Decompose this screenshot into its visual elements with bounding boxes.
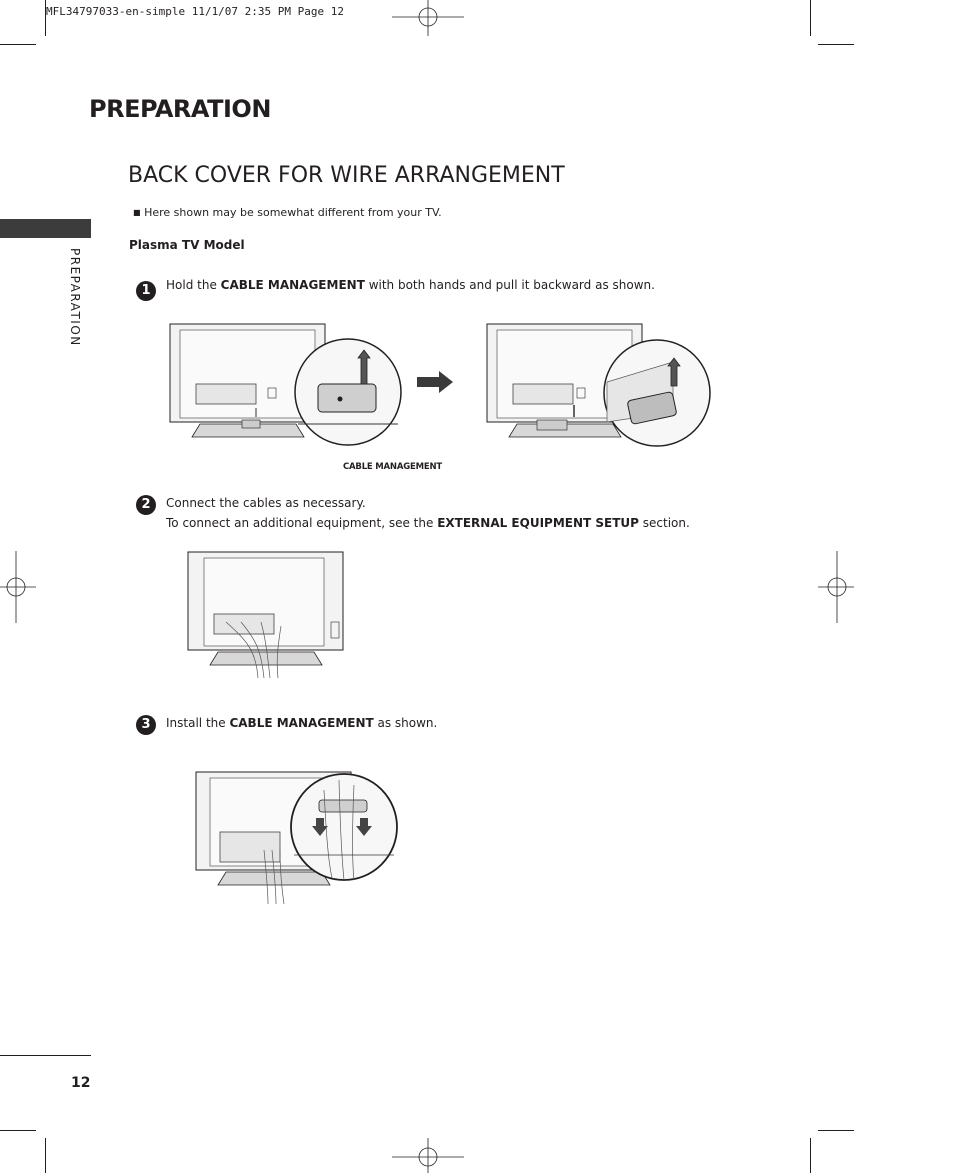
tv-back-illustration xyxy=(169,323,402,446)
step-2-line-2: To connect an additional equipment, see … xyxy=(166,516,690,530)
step-2-line-1: Connect the cables as necessary. xyxy=(166,496,366,510)
crop-mark xyxy=(45,0,46,36)
callout-label: CABLE MANAGEMENT xyxy=(343,462,442,472)
section-title: PREPARATION xyxy=(89,95,271,123)
registration-mark xyxy=(818,551,854,623)
crop-mark xyxy=(0,44,36,45)
step-3-text: Install the CABLE MANAGEMENT as shown. xyxy=(166,716,438,730)
registration-mark xyxy=(392,0,464,36)
step-number: 2 xyxy=(136,495,156,515)
registration-mark xyxy=(0,551,36,623)
footer-rule xyxy=(0,1055,91,1056)
page-title: BACK COVER FOR WIRE ARRANGEMENT xyxy=(128,163,565,188)
crop-mark xyxy=(818,44,854,45)
step-number: 1 xyxy=(136,281,156,301)
tv-back-illustration xyxy=(195,771,398,905)
note: ■ Here shown may be somewhat different f… xyxy=(133,206,442,219)
crop-mark xyxy=(45,1138,46,1173)
page-number: 12 xyxy=(71,1075,91,1091)
crop-mark xyxy=(818,1130,854,1131)
crop-mark xyxy=(0,1130,36,1131)
tv-back-illustration xyxy=(187,551,344,679)
side-tab xyxy=(0,219,91,238)
crop-mark xyxy=(810,0,811,36)
step-number: 3 xyxy=(136,715,156,735)
side-label: PREPARATION xyxy=(68,248,82,347)
crop-mark xyxy=(810,1138,811,1173)
right-arrow-icon xyxy=(417,371,453,393)
print-header: MFL34797033-en-simple 11/1/07 2:35 PM Pa… xyxy=(46,5,345,18)
tv-back-illustration xyxy=(486,323,711,447)
note-text: Here shown may be somewhat different fro… xyxy=(144,206,442,219)
model-heading: Plasma TV Model xyxy=(129,238,245,252)
registration-mark xyxy=(392,1138,464,1173)
step-1-text: Hold the CABLE MANAGEMENT with both hand… xyxy=(166,278,655,292)
